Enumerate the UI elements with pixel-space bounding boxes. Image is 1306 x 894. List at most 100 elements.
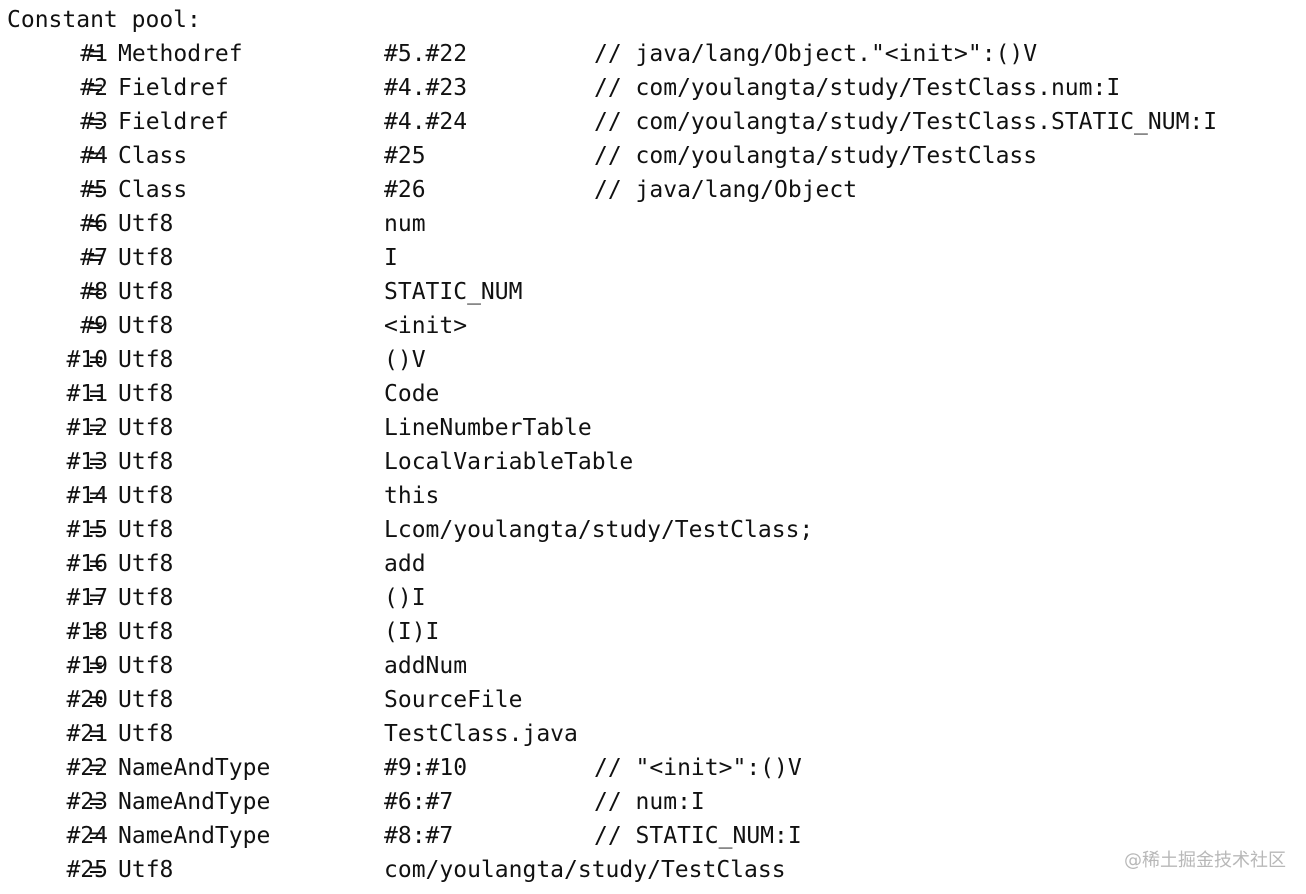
equals-sign: = xyxy=(89,313,103,339)
entry-type: Utf8 xyxy=(118,415,174,441)
entry-type: Utf8 xyxy=(118,347,174,373)
equals-sign: = xyxy=(89,177,103,203)
entry-value: I xyxy=(384,245,398,271)
entry-type: Utf8 xyxy=(118,483,174,509)
entry-value: #26 xyxy=(384,177,426,203)
entry-type: NameAndType xyxy=(118,823,271,849)
entry-index: #7 xyxy=(80,245,108,271)
constant-pool-entry: #6 = Utf8 num xyxy=(0,207,1306,241)
constant-pool-entry: #4 = Class #25 // com/youlangta/study/Te… xyxy=(0,139,1306,173)
entry-comment: // num:I xyxy=(594,789,705,815)
entry-comment: // com/youlangta/study/TestClass.num:I xyxy=(594,75,1121,101)
entry-type: Class xyxy=(118,177,188,203)
constant-pool-entry: #13 = Utf8 LocalVariableTable xyxy=(0,445,1306,479)
entry-type: Utf8 xyxy=(118,245,174,271)
entry-index: #19 xyxy=(66,653,108,679)
entry-type: Utf8 xyxy=(118,279,174,305)
entry-type: Utf8 xyxy=(118,721,174,747)
entry-index: #4 xyxy=(80,143,108,169)
entry-index: #1 xyxy=(80,41,108,67)
entry-value: #4.#23 xyxy=(384,75,468,101)
entry-index: #12 xyxy=(66,415,108,441)
equals-sign: = xyxy=(89,449,103,475)
equals-sign: = xyxy=(89,857,103,883)
constant-pool-entry: #23 = NameAndType #6:#7 // num:I xyxy=(0,785,1306,819)
equals-sign: = xyxy=(89,143,103,169)
equals-sign: = xyxy=(89,41,103,67)
entry-value: Code xyxy=(384,381,440,407)
constant-pool-entry: #12 = Utf8 LineNumberTable xyxy=(0,411,1306,445)
entry-type: Utf8 xyxy=(118,585,174,611)
entry-comment: // java/lang/Object."<init>":()V xyxy=(594,41,1038,67)
constant-pool-list: #1 = Methodref #5.#22 // java/lang/Objec… xyxy=(0,37,1306,887)
entry-comment: // java/lang/Object xyxy=(594,177,858,203)
entry-comment: // "<init>":()V xyxy=(594,755,802,781)
entry-index: #25 xyxy=(66,857,108,883)
entry-value: <init> xyxy=(384,313,468,339)
entry-index: #8 xyxy=(80,279,108,305)
entry-value: Lcom/youlangta/study/TestClass; xyxy=(384,517,814,543)
entry-value: #8:#7 xyxy=(384,823,454,849)
constant-pool-entry: #19 = Utf8 addNum xyxy=(0,649,1306,683)
entry-value: add xyxy=(384,551,426,577)
equals-sign: = xyxy=(89,653,103,679)
equals-sign: = xyxy=(89,687,103,713)
watermark-text: @稀土掘金技术社区 xyxy=(1124,850,1286,871)
entry-type: Utf8 xyxy=(118,211,174,237)
entry-type: Utf8 xyxy=(118,381,174,407)
entry-value: #4.#24 xyxy=(384,109,468,135)
constant-pool-entry: #5 = Class #26 // java/lang/Object xyxy=(0,173,1306,207)
entry-type: Utf8 xyxy=(118,857,174,883)
entry-value: com/youlangta/study/TestClass xyxy=(384,857,786,883)
constant-pool-entry: #14 = Utf8 this xyxy=(0,479,1306,513)
equals-sign: = xyxy=(89,823,103,849)
equals-sign: = xyxy=(89,483,103,509)
constant-pool-entry: #25 = Utf8 com/youlangta/study/TestClass xyxy=(0,853,1306,887)
constant-pool-entry: #21 = Utf8 TestClass.java xyxy=(0,717,1306,751)
equals-sign: = xyxy=(89,381,103,407)
constant-pool-entry: #8 = Utf8 STATIC_NUM xyxy=(0,275,1306,309)
entry-index: #3 xyxy=(80,109,108,135)
entry-type: Fieldref xyxy=(118,109,229,135)
entry-value: #6:#7 xyxy=(384,789,454,815)
entry-value: ()V xyxy=(384,347,426,373)
constant-pool-header: Constant pool: xyxy=(7,7,201,33)
entry-value: TestClass.java xyxy=(384,721,578,747)
entry-index: #6 xyxy=(80,211,108,237)
equals-sign: = xyxy=(89,211,103,237)
entry-value: #5.#22 xyxy=(384,41,468,67)
entry-index: #22 xyxy=(66,755,108,781)
entry-index: #17 xyxy=(66,585,108,611)
entry-type: NameAndType xyxy=(118,789,271,815)
entry-index: #18 xyxy=(66,619,108,645)
equals-sign: = xyxy=(89,347,103,373)
equals-sign: = xyxy=(89,585,103,611)
equals-sign: = xyxy=(89,415,103,441)
constant-pool-entry: #7 = Utf8 I xyxy=(0,241,1306,275)
entry-comment: // com/youlangta/study/TestClass xyxy=(594,143,1038,169)
entry-value: ()I xyxy=(384,585,426,611)
equals-sign: = xyxy=(89,517,103,543)
constant-pool-entry: #16 = Utf8 add xyxy=(0,547,1306,581)
entry-type: Utf8 xyxy=(118,449,174,475)
constant-pool-entry: #11 = Utf8 Code xyxy=(0,377,1306,411)
entry-index: #13 xyxy=(66,449,108,475)
entry-value: SourceFile xyxy=(384,687,523,713)
constant-pool-entry: #9 = Utf8 <init> xyxy=(0,309,1306,343)
entry-index: #11 xyxy=(66,381,108,407)
entry-comment: // STATIC_NUM:I xyxy=(594,823,802,849)
equals-sign: = xyxy=(89,75,103,101)
constant-pool-entry: #3 = Fieldref #4.#24 // com/youlangta/st… xyxy=(0,105,1306,139)
entry-value: addNum xyxy=(384,653,468,679)
entry-value: LineNumberTable xyxy=(384,415,592,441)
constant-pool-entry: #17 = Utf8 ()I xyxy=(0,581,1306,615)
entry-value: #9:#10 xyxy=(384,755,468,781)
entry-value: STATIC_NUM xyxy=(384,279,523,305)
entry-comment: // com/youlangta/study/TestClass.STATIC_… xyxy=(594,109,1218,135)
entry-index: #5 xyxy=(80,177,108,203)
constant-pool-entry: #2 = Fieldref #4.#23 // com/youlangta/st… xyxy=(0,71,1306,105)
entry-type: NameAndType xyxy=(118,755,271,781)
equals-sign: = xyxy=(89,619,103,645)
entry-type: Utf8 xyxy=(118,313,174,339)
